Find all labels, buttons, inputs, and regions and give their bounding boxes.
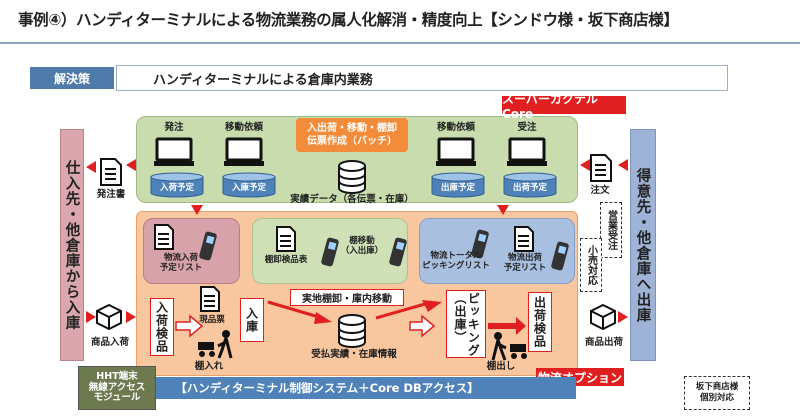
document-icon — [100, 158, 122, 186]
shelving-label: 棚入れ — [194, 361, 224, 372]
arrow-right-icon — [267, 300, 332, 324]
order-sheet-label: 発注書 — [96, 189, 126, 200]
retail-note: 小売対応 — [580, 238, 602, 292]
goods-in-label: 商品入荷 — [90, 337, 129, 348]
arrow-right-icon — [175, 314, 204, 338]
database-icon — [338, 160, 366, 194]
outbound-list-box — [419, 218, 575, 284]
arrow-right-icon — [126, 311, 136, 323]
database-icon — [338, 314, 366, 348]
legend-text: 坂下商店様 個別対応 — [695, 381, 739, 403]
inbound-list-label: 物流入荷 予定リスト — [159, 253, 203, 273]
document-icon — [590, 154, 612, 182]
document-icon — [514, 226, 534, 252]
disk-label: 出庫予定 — [440, 183, 475, 193]
arrow-right-icon — [618, 311, 628, 323]
goods-out-label: 商品出荷 — [584, 337, 623, 348]
item-tag-label: 現品票 — [199, 315, 225, 325]
disk-label: 入庫予定 — [231, 183, 266, 193]
super-cocktail-label: スーパーカクテルCore — [502, 92, 626, 121]
sales-order-note: 営業受注 — [600, 202, 622, 258]
outbound-list-label: 物流出荷 予定リスト — [503, 253, 547, 273]
picking-out-label: 棚出し — [486, 361, 516, 372]
arrow-left-icon — [618, 159, 628, 171]
total-picking-label: 物流トータル ピッキングリスト — [422, 251, 490, 271]
hht-module: HHT端末 無線アクセス モジュール — [78, 366, 156, 410]
handy-terminal-icon — [551, 241, 569, 271]
handy-terminal-icon — [199, 231, 217, 261]
handy-terminal-icon — [389, 237, 407, 267]
disk-icon — [222, 172, 276, 198]
pc-icon — [436, 137, 476, 166]
disk-icon — [503, 172, 557, 198]
arrow-left-icon — [86, 161, 96, 173]
outbound-inspection-box: 出荷検品 — [528, 292, 552, 352]
pc-icon — [154, 137, 194, 166]
legend-box: 坂下商店様 個別対応 — [684, 376, 750, 410]
arrow-right-icon — [86, 311, 96, 323]
picking-box: ピッキング （出庫） — [446, 290, 486, 358]
handy-terminal-icon — [321, 237, 339, 267]
arrow-left-icon — [580, 159, 590, 171]
batch-box: 入出荷・移動・棚卸 伝票作成（バッチ） — [296, 118, 408, 152]
worker-cart-icon — [198, 330, 233, 359]
stocktake-move-box: 実地棚卸・庫内移動 — [290, 289, 404, 306]
disk-icon — [150, 172, 204, 198]
solution-text: ハンディターミナルによる倉庫内業務 — [116, 65, 728, 91]
document-icon — [154, 224, 174, 250]
pc-icon — [507, 137, 547, 166]
disk-label: 入荷予定 — [159, 183, 194, 193]
arrow-right-icon — [488, 317, 526, 335]
shelf-move-label: 棚移動 （入出庫） — [340, 236, 384, 256]
left-side-label: 仕入先・他倉庫から入庫 — [60, 129, 84, 361]
inbound-inspection-box: 入荷検品 — [150, 298, 174, 356]
package-icon — [590, 303, 616, 331]
right-side-label: 得意先・他倉庫へ出庫 — [630, 129, 656, 361]
arrow-right-icon — [375, 300, 442, 320]
solution-tag: 解決策 — [30, 67, 114, 89]
pc-label: 受注 — [517, 122, 537, 133]
document-icon — [276, 226, 296, 252]
disk-label: 出荷予定 — [512, 183, 547, 193]
package-icon — [96, 303, 122, 331]
pc-label: 移動依頼 — [436, 122, 475, 133]
arrow-down-icon — [497, 205, 509, 215]
document-icon — [200, 286, 220, 312]
arrow-right-icon — [409, 314, 436, 338]
pc-label: 発注 — [164, 122, 184, 133]
handy-terminal-icon — [471, 229, 489, 259]
system-bar: 【ハンディターミナル制御システム＋Core DBアクセス】 — [78, 377, 576, 399]
hht-module-text: HHT端末 無線アクセス モジュール — [88, 370, 146, 404]
db-label: 実績データ（各伝票・在庫） — [290, 194, 414, 205]
receipt-inventory-label: 受払実績・在庫情報 — [311, 349, 397, 360]
putaway-box: 入庫 — [240, 298, 264, 342]
pc-label: 移動依頼 — [224, 122, 263, 133]
order-label: 注文 — [590, 185, 610, 196]
disk-icon — [431, 172, 485, 198]
arrow-left-icon — [126, 159, 136, 171]
worker-cart-icon — [491, 332, 527, 361]
arrow-down-icon — [191, 205, 203, 215]
page-title: 事例④）ハンディターミナルによる物流業務の属人化解消・精度向上【シンドウ様・坂下… — [18, 11, 679, 29]
pc-icon — [224, 137, 264, 166]
title-divider — [0, 42, 800, 44]
inventory-check-label: 棚卸検品表 — [264, 255, 308, 265]
